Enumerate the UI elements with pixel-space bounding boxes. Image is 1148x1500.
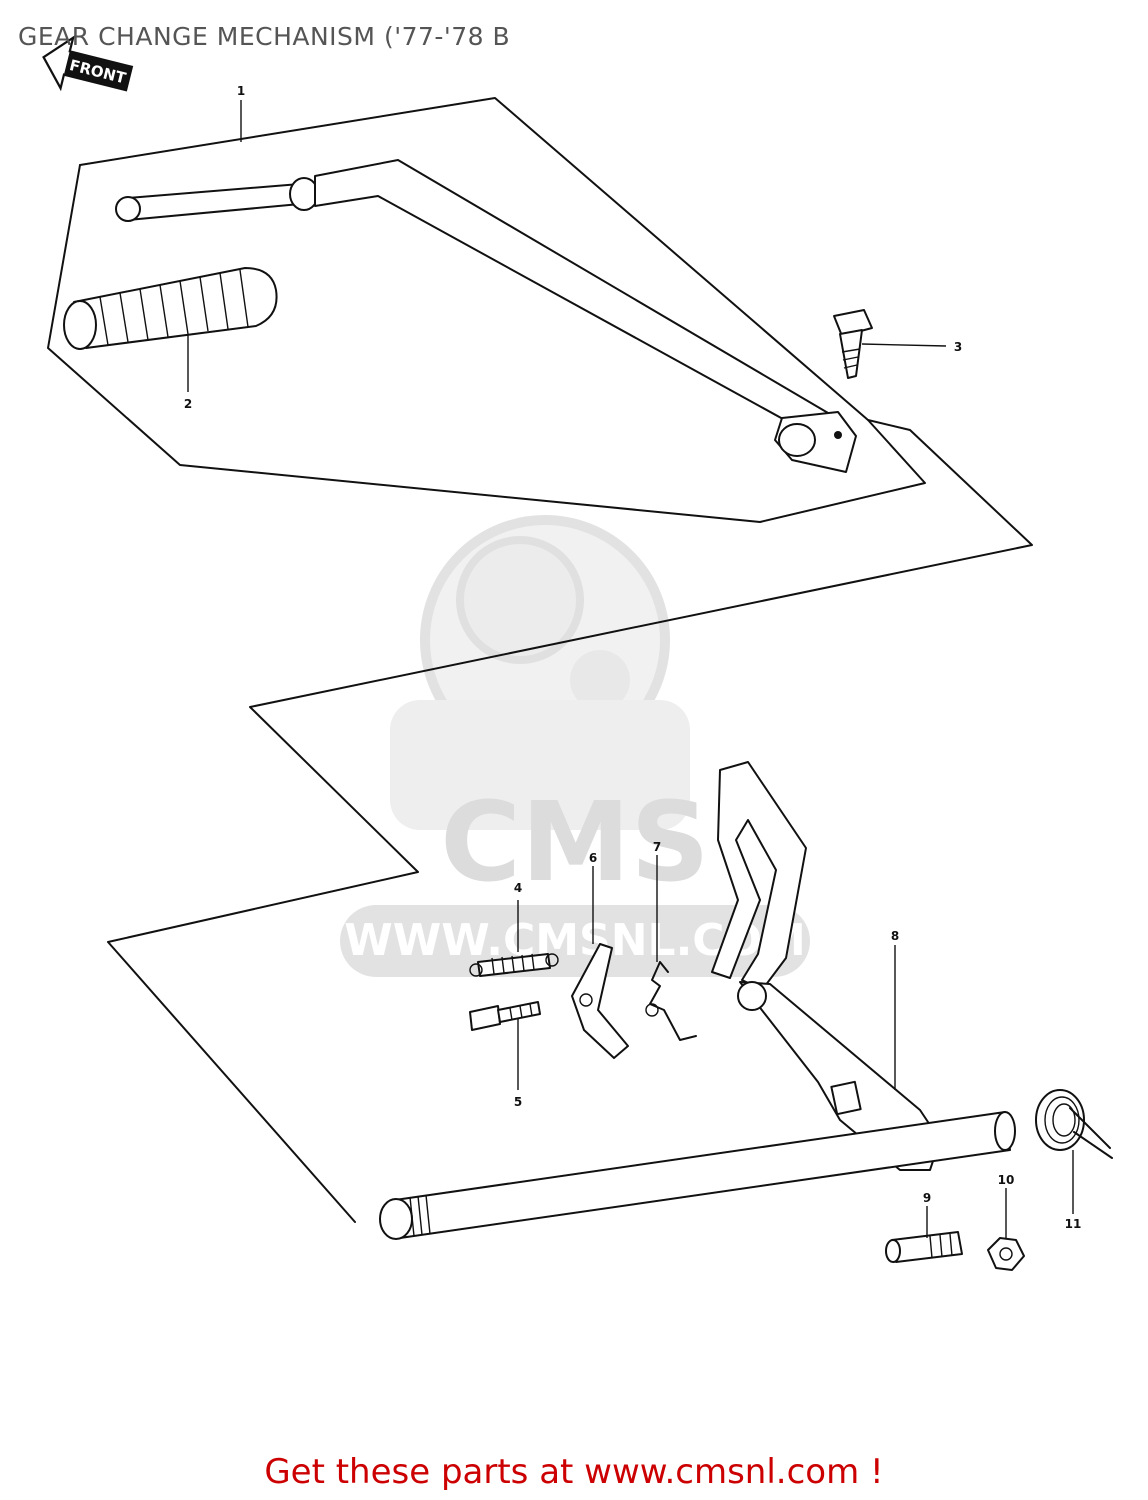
part-9-pin <box>885 1231 963 1263</box>
callout-5: 5 <box>514 1095 522 1109</box>
upper-panel-lower-edge <box>47 164 926 523</box>
callout-6: 6 <box>589 851 597 865</box>
callout-4: 4 <box>514 881 522 895</box>
watermark-logo-text: CMS <box>440 778 709 906</box>
cms-watermark: CMS WWW.CMSNL.COM <box>340 515 810 977</box>
callout-7: 7 <box>653 840 661 854</box>
callout-numbers: 1 2 3 4 5 6 7 8 9 10 11 <box>184 84 1082 1231</box>
callout-10: 10 <box>998 1173 1015 1187</box>
part-6-plate <box>571 943 629 1059</box>
part-2-pedal-rubber <box>63 267 278 350</box>
part-4-spring <box>469 953 559 977</box>
page-title: GEAR CHANGE MECHANISM ('77-'78 B <box>18 22 511 51</box>
part-5-bolt <box>469 1001 541 1031</box>
callout-2: 2 <box>184 397 192 411</box>
callout-8: 8 <box>891 929 899 943</box>
leader-lines <box>187 100 1074 1238</box>
upper-plane-outline <box>79 97 1033 1223</box>
footer-parts-link[interactable]: Get these parts at www.cmsnl.com ! <box>264 1452 884 1492</box>
part-11-return-spring <box>1035 1089 1113 1159</box>
callout-1: 1 <box>237 84 245 98</box>
watermark-url-bar <box>340 905 810 977</box>
front-arrow: FRONT <box>42 35 134 92</box>
callout-3: 3 <box>954 340 962 354</box>
part-3-bolt <box>833 309 873 379</box>
part-8-shift-shaft <box>379 761 1016 1240</box>
callout-9: 9 <box>923 1191 931 1205</box>
part-1-gear-pedal <box>115 159 857 473</box>
part-7-spring-clip <box>645 961 697 1041</box>
part-10-nut <box>987 1237 1025 1271</box>
callout-11: 11 <box>1065 1217 1082 1231</box>
